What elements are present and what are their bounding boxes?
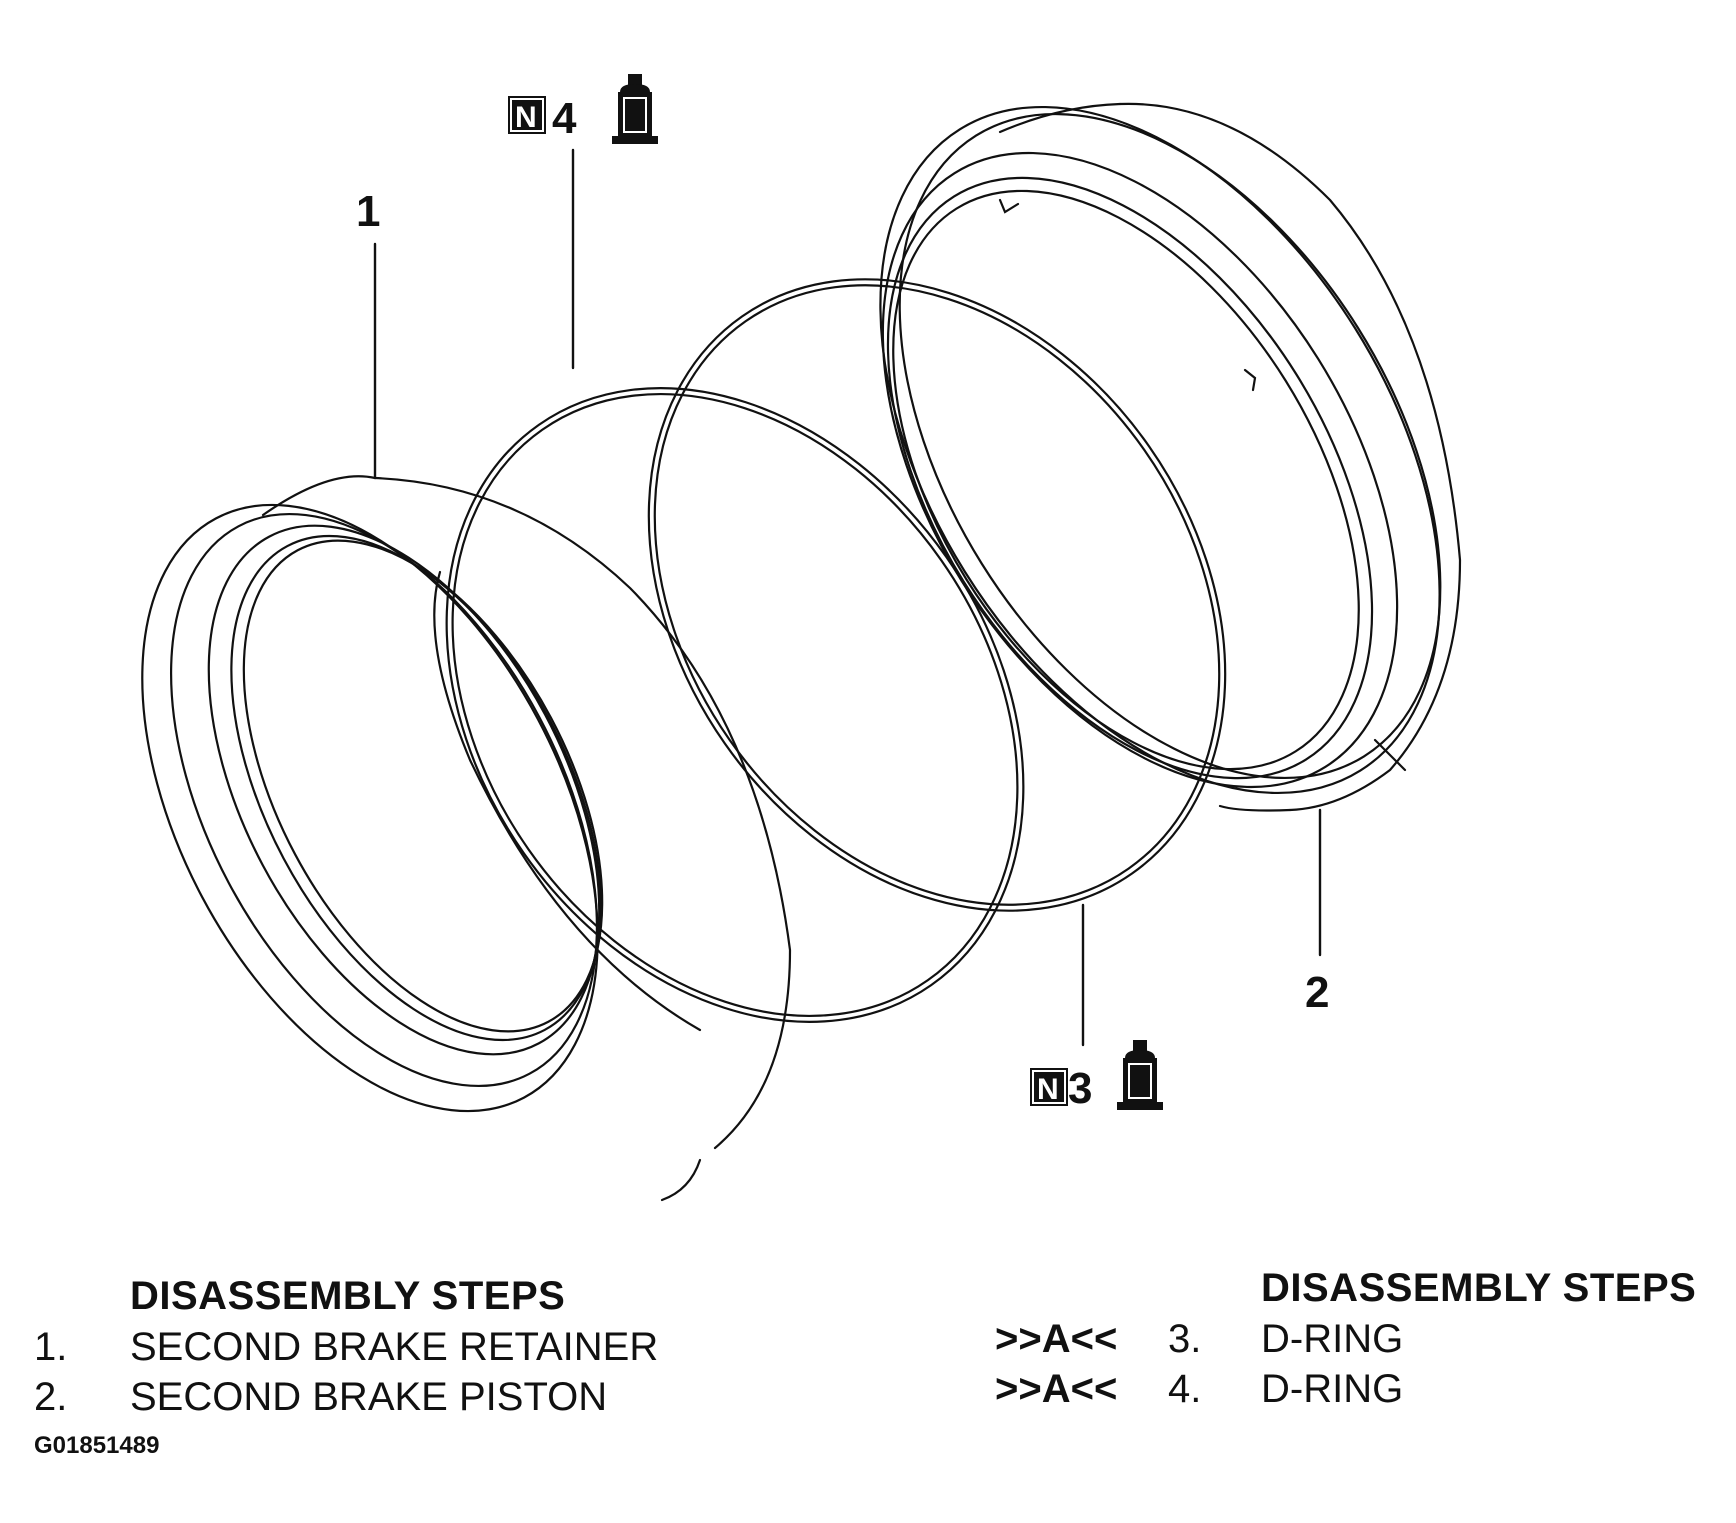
n-badge-icon: N bbox=[508, 96, 546, 134]
step-row: 1. SECOND BRAKE RETAINER bbox=[34, 1322, 794, 1372]
second-brake-piston bbox=[879, 102, 1462, 812]
step-name: D-RING bbox=[1261, 1317, 1404, 1361]
n-badge-icon: N bbox=[1030, 1068, 1068, 1106]
svg-text:N: N bbox=[515, 101, 537, 134]
step-number: 1. bbox=[34, 1325, 68, 1369]
service-point-mark: >>A<< bbox=[995, 1317, 1118, 1361]
callout-2: 2 bbox=[1305, 968, 1329, 1017]
steps-heading: DISASSEMBLY STEPS bbox=[1261, 1266, 1697, 1310]
callout-4: 4 bbox=[552, 94, 577, 143]
service-point-mark: >>A<< bbox=[995, 1367, 1118, 1411]
step-row: >>A<< 4. D-RING bbox=[995, 1364, 1730, 1414]
lubricant-can-icon bbox=[1117, 1040, 1163, 1110]
step-row: 2. SECOND BRAKE PISTON bbox=[34, 1372, 794, 1422]
disassembly-steps-left: DISASSEMBLY STEPS 1. SECOND BRAKE RETAIN… bbox=[34, 1270, 794, 1422]
step-name: SECOND BRAKE RETAINER bbox=[130, 1325, 659, 1369]
disassembly-steps-right: DISASSEMBLY STEPS >>A<< 3. D-RING >>A<< … bbox=[995, 1262, 1730, 1414]
step-name: D-RING bbox=[1261, 1367, 1404, 1411]
steps-heading: DISASSEMBLY STEPS bbox=[130, 1274, 566, 1318]
step-number: 4. bbox=[1168, 1367, 1202, 1411]
lubricant-can-icon bbox=[612, 74, 658, 144]
second-brake-retainer bbox=[141, 475, 792, 1202]
step-row: >>A<< 3. D-RING bbox=[995, 1314, 1730, 1364]
leader-lines bbox=[373, 148, 1322, 1047]
step-number: 2. bbox=[34, 1375, 68, 1419]
svg-text:N: N bbox=[1037, 1073, 1059, 1106]
step-number: 3. bbox=[1168, 1317, 1202, 1361]
figure-id: G01851489 bbox=[34, 1432, 160, 1459]
step-name: SECOND BRAKE PISTON bbox=[130, 1375, 608, 1419]
callout-3: 3 bbox=[1068, 1064, 1092, 1113]
callout-1: 1 bbox=[356, 187, 380, 236]
d-ring-3 bbox=[647, 278, 1227, 912]
